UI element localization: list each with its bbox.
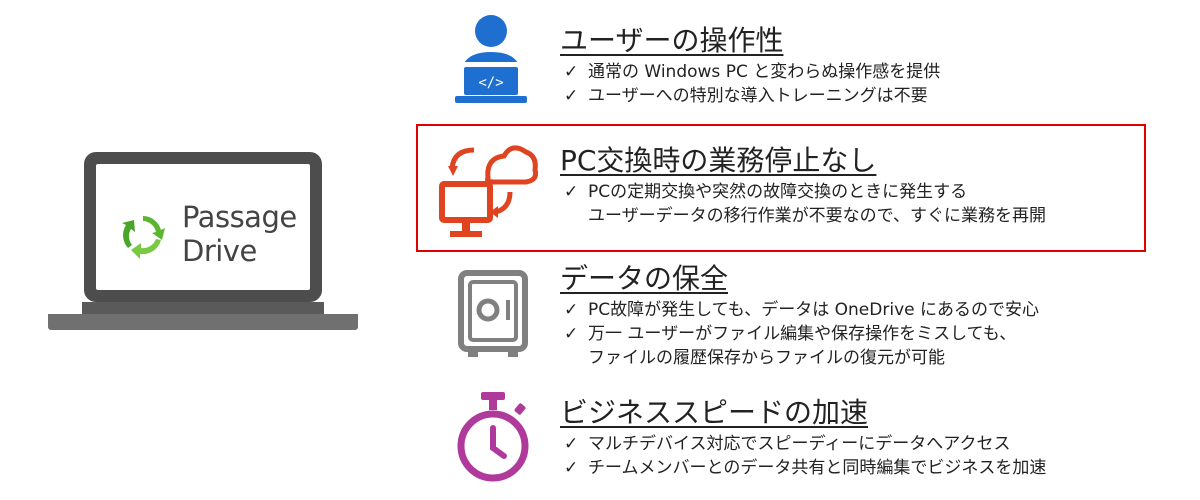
logo-line-1: Passage xyxy=(182,200,297,234)
stopwatch-icon xyxy=(457,392,529,482)
bullet-list: ✓PCの定期交換や突然の故障交換のときに発生する ユーザーデータの移行作業が不要… xyxy=(560,180,1046,228)
check-icon: ✓ xyxy=(564,434,579,454)
bullet-item: ✓チームメンバーとのデータ共有と同時編集でビジネスを加速 xyxy=(560,456,1046,480)
feature-no-downtime: PC交換時の業務停止なし ✓PCの定期交換や突然の故障交換のときに発生する ユー… xyxy=(560,144,1046,228)
logo-line-2: Drive xyxy=(182,234,257,268)
feature-title: PC交換時の業務停止なし xyxy=(560,144,877,177)
cloud-sync-monitor-icon xyxy=(439,145,538,237)
laptop-screen: Passage Drive xyxy=(96,164,310,290)
safe-icon xyxy=(458,270,528,357)
laptop-hinge xyxy=(82,302,324,314)
check-icon: ✓ xyxy=(564,62,579,82)
laptop-lid: Passage Drive xyxy=(84,152,322,302)
bullet-item: ✓PC故障が発生しても、データは OneDrive にあるので安心 xyxy=(560,298,1039,322)
bullet-item-continued: ファイルの履歴保存からファイルの復元が可能 xyxy=(588,348,945,368)
check-icon: ✓ xyxy=(564,324,579,344)
bullet-item-continued: ユーザーデータの移行作業が不要なので、すぐに業務を再開 xyxy=(588,206,1046,226)
feature-data-protection: データの保全 ✓PC故障が発生しても、データは OneDrive にあるので安心… xyxy=(560,262,1039,370)
highlight-box xyxy=(416,124,1146,252)
check-icon: ✓ xyxy=(564,86,579,106)
product-logo-text: Passage Drive xyxy=(182,200,297,268)
check-icon: ✓ xyxy=(564,300,579,320)
laptop-base xyxy=(48,314,358,330)
check-icon: ✓ xyxy=(564,458,579,478)
laptop-illustration: Passage Drive xyxy=(48,152,358,332)
check-icon: ✓ xyxy=(564,182,579,202)
feature-title: ビジネススピードの加速 xyxy=(560,396,869,429)
feature-title: データの保全 xyxy=(560,262,729,295)
bullet-list: ✓マルチデバイス対応でスピーディーにデータへアクセス ✓チームメンバーとのデータ… xyxy=(560,432,1046,480)
bullet-item: ✓マルチデバイス対応でスピーディーにデータへアクセス xyxy=(560,432,1046,456)
bullet-item: ✓万一 ユーザーがファイル編集や保存操作をミスしても、 xyxy=(560,322,1039,346)
feature-title: ユーザーの操作性 xyxy=(560,24,784,57)
feature-business-speed: ビジネススピードの加速 ✓マルチデバイス対応でスピーディーにデータへアクセス ✓… xyxy=(560,396,1046,480)
bullet-item: ✓PCの定期交換や突然の故障交換のときに発生する xyxy=(560,180,1046,204)
user-laptop-code-icon: </> xyxy=(455,15,527,103)
recycle-arrows-icon xyxy=(122,216,165,259)
svg-text:</>: </> xyxy=(478,75,503,91)
bullet-item: ✓ユーザーへの特別な導入トレーニングは不要 xyxy=(560,84,940,108)
feature-usability: ユーザーの操作性 ✓通常の Windows PC と変わらぬ操作感を提供 ✓ユー… xyxy=(560,24,940,108)
bullet-item: ✓通常の Windows PC と変わらぬ操作感を提供 xyxy=(560,60,940,84)
bullet-list: ✓通常の Windows PC と変わらぬ操作感を提供 ✓ユーザーへの特別な導入… xyxy=(560,60,940,108)
bullet-list: ✓PC故障が発生しても、データは OneDrive にあるので安心 ✓万一 ユー… xyxy=(560,298,1039,370)
